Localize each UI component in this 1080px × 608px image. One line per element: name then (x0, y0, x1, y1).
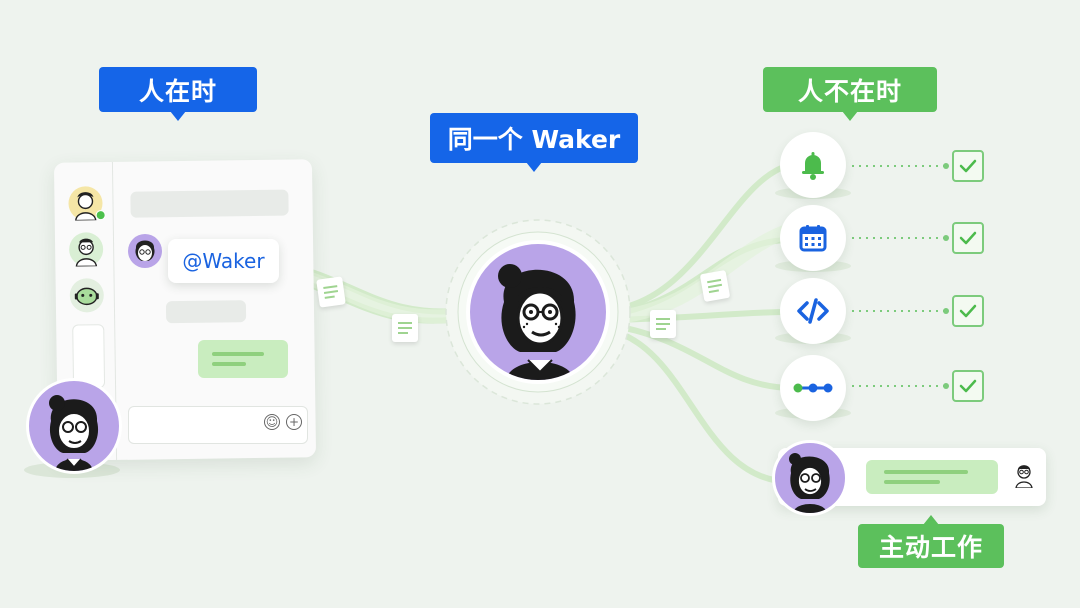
check-icon (959, 379, 977, 393)
label-human-present-text: 人在时 (138, 76, 217, 106)
waker-face-icon (498, 264, 576, 380)
waker-proactive-avatar (772, 440, 848, 516)
person-icon (1015, 465, 1033, 489)
person-icon (74, 192, 97, 222)
message-input[interactable] (128, 406, 308, 444)
recipient-avatar (1010, 460, 1038, 489)
online-status-dot (95, 210, 106, 221)
check-icon (959, 304, 977, 318)
contact-avatar[interactable] (68, 186, 103, 222)
check-icon (959, 231, 977, 245)
chat-window (53, 159, 317, 461)
mention-text: @Waker (182, 249, 265, 273)
label-proactive-work-text: 主动工作 (878, 533, 983, 562)
label-human-absent: 人不在时 (763, 67, 937, 121)
document-icon (316, 276, 346, 308)
message-placeholder (165, 300, 247, 324)
bell-icon (802, 152, 824, 180)
proactive-message-bubble (866, 460, 998, 494)
mention-message: @Waker (168, 239, 279, 283)
workflow-action[interactable] (780, 355, 846, 421)
label-proactive-work: 主动工作 (858, 515, 1004, 568)
done-checkbox (952, 222, 984, 254)
waker-face-icon (135, 240, 155, 261)
document-icon (650, 310, 676, 338)
person-icon (75, 238, 98, 268)
chat-sidebar (53, 161, 118, 461)
calendar-action[interactable] (780, 205, 846, 271)
code-action[interactable] (780, 278, 846, 344)
document-icon (392, 314, 418, 342)
add-icon[interactable]: + (286, 414, 302, 430)
code-icon (797, 298, 829, 324)
contact-avatar[interactable] (68, 232, 104, 268)
label-human-absent-text: 人不在时 (797, 76, 902, 106)
check-icon (959, 159, 977, 173)
label-same-waker-text: 同一个 Waker (447, 125, 621, 154)
document-icon (699, 269, 731, 303)
calendar-icon (799, 225, 827, 252)
message-placeholder (130, 189, 289, 218)
done-checkbox (952, 370, 984, 402)
reply-message (198, 340, 288, 378)
notification-action[interactable] (780, 132, 846, 198)
waker-avatar (466, 240, 610, 384)
contact-avatar[interactable] (69, 278, 105, 313)
emoji-icon[interactable]: ☺ (264, 414, 280, 430)
waker-face-icon (789, 453, 830, 513)
done-checkbox (952, 150, 984, 182)
label-same-waker: 同一个 Waker (430, 113, 638, 172)
done-checkbox (952, 295, 984, 327)
label-human-present: 人在时 (99, 67, 257, 121)
human-avatar (26, 378, 122, 474)
waker-small-avatar (128, 234, 162, 268)
workflow-icon (793, 383, 833, 393)
bot-icon (74, 287, 99, 306)
waker-face-icon (49, 395, 99, 471)
